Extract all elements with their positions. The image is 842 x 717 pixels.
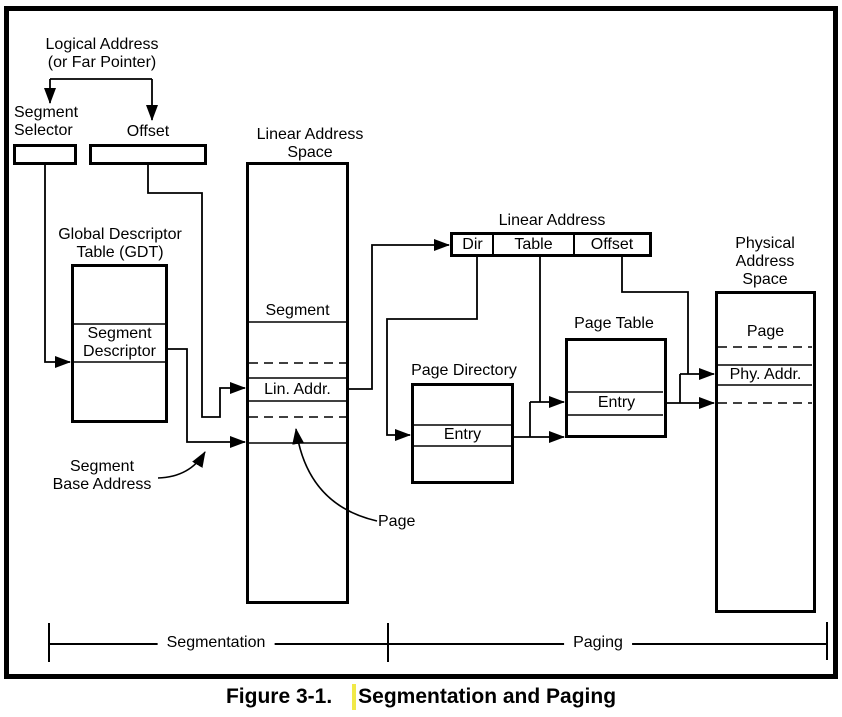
pas-phy-addr-label: Phy. Addr.	[729, 366, 802, 383]
figure-caption: Figure 3-1. Segmentation and Paging	[0, 684, 842, 710]
caption-title: Segmentation and Paging	[358, 685, 617, 708]
page-table-box	[565, 338, 667, 438]
segmentation-bracket-label: Segmentation	[157, 634, 275, 652]
table-field: Table	[494, 235, 575, 254]
offset-box	[89, 144, 207, 165]
logical-address-label: Logical Address (or Far Pointer)	[45, 36, 159, 71]
dir-to-pd-entry-arrow	[386, 257, 478, 441]
segment-base-address-label: Segment Base Address	[52, 458, 152, 493]
offset-label: Offset	[126, 123, 170, 140]
offset-field: Offset	[590, 235, 634, 253]
offset-field-line	[621, 257, 689, 374]
segment-selector-box	[13, 144, 77, 165]
linear-address-space-box	[246, 162, 349, 604]
page-directory-title: Page Directory	[411, 362, 517, 379]
pd-entry-label: Entry	[443, 426, 482, 443]
segment-descriptor-label: Segment Descriptor	[83, 325, 156, 360]
selector-to-gdt-arrow	[44, 164, 71, 368]
gdt-title: Global Descriptor Table (GDT)	[58, 226, 182, 261]
segment-selector-label: Segment Selector	[14, 104, 79, 139]
caption-prefix: Figure 3-1.	[225, 685, 333, 708]
segment-base-address-curved-arrow	[157, 451, 206, 479]
page-directory-box	[411, 383, 514, 484]
lin-addr-to-linear-address-arrow	[348, 239, 450, 390]
pt-entry-label: Entry	[597, 394, 636, 411]
descriptor-to-segment-base-arrow	[167, 348, 246, 448]
linear-address-title: Linear Address	[498, 212, 606, 229]
linear-address-space-title: Linear Address Space	[256, 126, 364, 161]
offset-to-lin-addr-arrow	[147, 164, 246, 418]
gdt-box	[71, 264, 168, 423]
las-segment-label: Segment	[265, 302, 330, 319]
page-curved-arrow	[292, 428, 378, 522]
page-table-title: Page Table	[574, 315, 654, 332]
dir-field: Dir	[453, 235, 494, 254]
las-lin-addr-label: Lin. Addr.	[264, 381, 331, 398]
caption-highlight-mark	[352, 684, 357, 710]
linear-address-cells: Dir Table Offset	[453, 235, 649, 254]
pas-page-label: Page	[746, 323, 785, 340]
paging-bracket-label: Paging	[564, 634, 632, 652]
physical-address-space-box	[715, 291, 816, 613]
physical-address-space-title: Physical Address Space	[735, 235, 795, 288]
figure-border	[4, 6, 838, 679]
linear-address-fields-box: Dir Table Offset	[450, 232, 652, 257]
page-pointer-label: Page	[378, 513, 416, 530]
